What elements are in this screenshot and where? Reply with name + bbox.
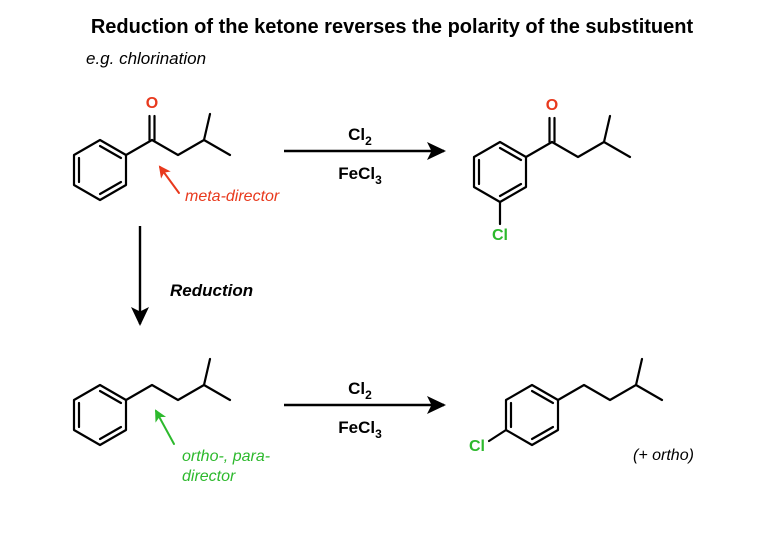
alkyl-chain-bonds xyxy=(150,112,232,157)
benzene-ring xyxy=(72,383,128,447)
ring-bonds xyxy=(504,383,560,447)
benzene-ring xyxy=(72,138,128,202)
chloro-substituent: Cl xyxy=(492,200,508,244)
reagent-fecl3: FeCl3 xyxy=(338,418,382,441)
ortho-para-annotation: ortho-, para- director xyxy=(155,409,270,485)
meta-pointer-arrow xyxy=(158,165,180,194)
ring-double-bonds xyxy=(477,146,523,198)
ring-bonds xyxy=(72,383,128,447)
ring-bonds xyxy=(72,138,128,202)
reagent-cl2: Cl2 xyxy=(348,379,372,402)
ring-bonds xyxy=(472,140,528,204)
c-o-double-bond xyxy=(148,114,156,142)
chlorine-label: Cl xyxy=(469,438,485,455)
alkyl-chain-bonds xyxy=(556,357,664,402)
c-o-double-bond xyxy=(548,116,556,144)
oxygen-label: O xyxy=(546,97,558,114)
reduction-label: Reduction xyxy=(170,281,253,300)
ortho-para-pointer-arrow xyxy=(155,409,175,445)
benzene-ring xyxy=(504,383,560,447)
meta-director-annotation: meta-director xyxy=(158,165,280,205)
subtitle: e.g. chlorination xyxy=(86,49,206,68)
molecule-alkylbenzene xyxy=(72,357,232,447)
oxygen-label: O xyxy=(146,95,158,112)
ortho-para-label-line2: director xyxy=(182,468,236,485)
alkyl-chain-bonds xyxy=(124,357,232,402)
page-title: Reduction of the ketone reverses the pol… xyxy=(91,16,694,38)
reagent-fecl3: FeCl3 xyxy=(338,164,382,187)
meta-director-label: meta-director xyxy=(185,188,280,205)
plus-ortho-note: (+ ortho) xyxy=(633,447,694,464)
reduction-step: Reduction xyxy=(131,226,253,326)
ipso-bond xyxy=(124,138,154,157)
chloro-substituent: Cl xyxy=(469,428,508,455)
top-reaction: Cl2 FeCl3 xyxy=(284,125,446,187)
ring-double-bonds xyxy=(77,144,123,196)
ring-double-bonds xyxy=(77,389,123,441)
molecule-meta-chloro-ketone: O Cl xyxy=(472,97,632,244)
benzene-ring xyxy=(472,140,528,204)
carbonyl-group: O xyxy=(124,95,158,157)
ortho-para-label-line1: ortho-, para- xyxy=(182,448,270,465)
molecule-ketone: O xyxy=(72,95,232,202)
ring-double-bonds xyxy=(509,389,555,441)
ipso-bond xyxy=(524,140,554,159)
c-cl-bond xyxy=(487,428,508,443)
chlorine-label: Cl xyxy=(492,227,508,244)
alkyl-chain-bonds xyxy=(550,114,632,159)
bottom-reaction: Cl2 FeCl3 xyxy=(284,379,446,441)
molecule-para-chloro-product: Cl (+ ortho) xyxy=(469,357,694,464)
carbonyl-group: O xyxy=(524,97,558,159)
reagent-cl2: Cl2 xyxy=(348,125,372,148)
